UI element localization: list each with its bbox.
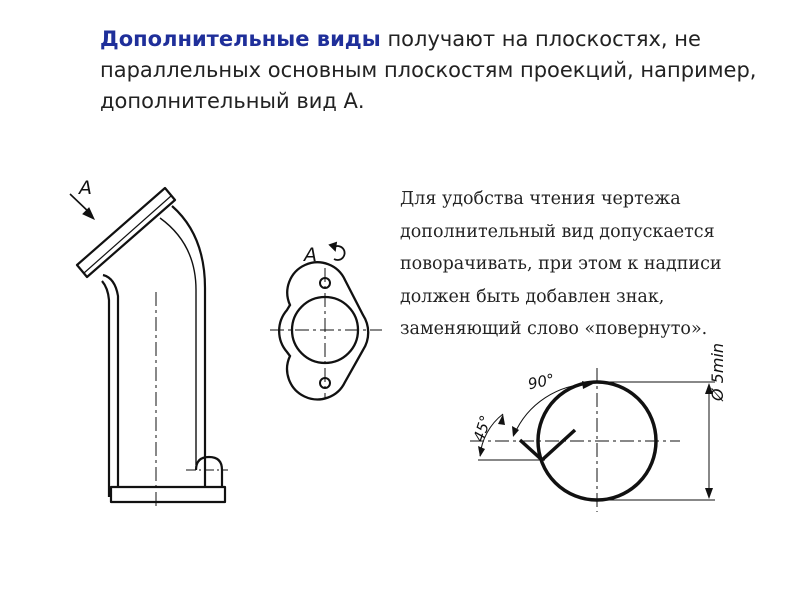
flange-inner-edge — [83, 195, 172, 274]
bottom-flange — [109, 485, 227, 504]
diameter-label: Ø 5min — [708, 343, 727, 402]
sign-arrow-stroke-b — [540, 428, 577, 462]
rotation-note: Для удобства чтения чертежа дополнительн… — [400, 183, 792, 346]
pipe-boss — [194, 455, 224, 488]
sign-arrow-stroke-a — [518, 438, 544, 462]
view-title-label: A — [302, 244, 317, 266]
rotation-sign-icon — [328, 241, 346, 261]
pipe-drawing — [75, 186, 228, 510]
dimension-arc-90 — [513, 383, 593, 436]
pipe-inner-right-wall — [159, 217, 197, 465]
flange-plate-outline — [277, 261, 370, 401]
rotation-sign-construction — [470, 368, 715, 512]
dimension-arrowheads — [478, 381, 713, 499]
angle-90-label: 90° — [526, 370, 556, 393]
pipe-outer-wall — [101, 280, 111, 497]
view-arrow — [69, 193, 96, 221]
intro-term: Дополнительные виды — [100, 27, 381, 51]
view-arrow-label: A — [77, 177, 92, 199]
pipe-left-wall — [102, 273, 120, 497]
note-line-4: должен быть добавлен знак, — [400, 286, 665, 307]
note-line-2: дополнительный вид допускается — [400, 221, 715, 242]
top-flange — [75, 186, 177, 279]
note-line-3: поворачивать, при этом к надписи — [400, 254, 722, 274]
note-line-1: Для удобства чтения чертежа — [400, 189, 681, 209]
intro-text: получают на плоскостях, не параллельных … — [100, 27, 757, 113]
note-line-5: заменяющий слово «повернуто». — [400, 319, 708, 339]
intro-paragraph: Дополнительные виды получают на плоскост… — [100, 24, 760, 117]
angle-45-label: 45° — [470, 413, 495, 444]
pipe-right-wall — [171, 205, 207, 497]
additional-view — [270, 261, 382, 401]
